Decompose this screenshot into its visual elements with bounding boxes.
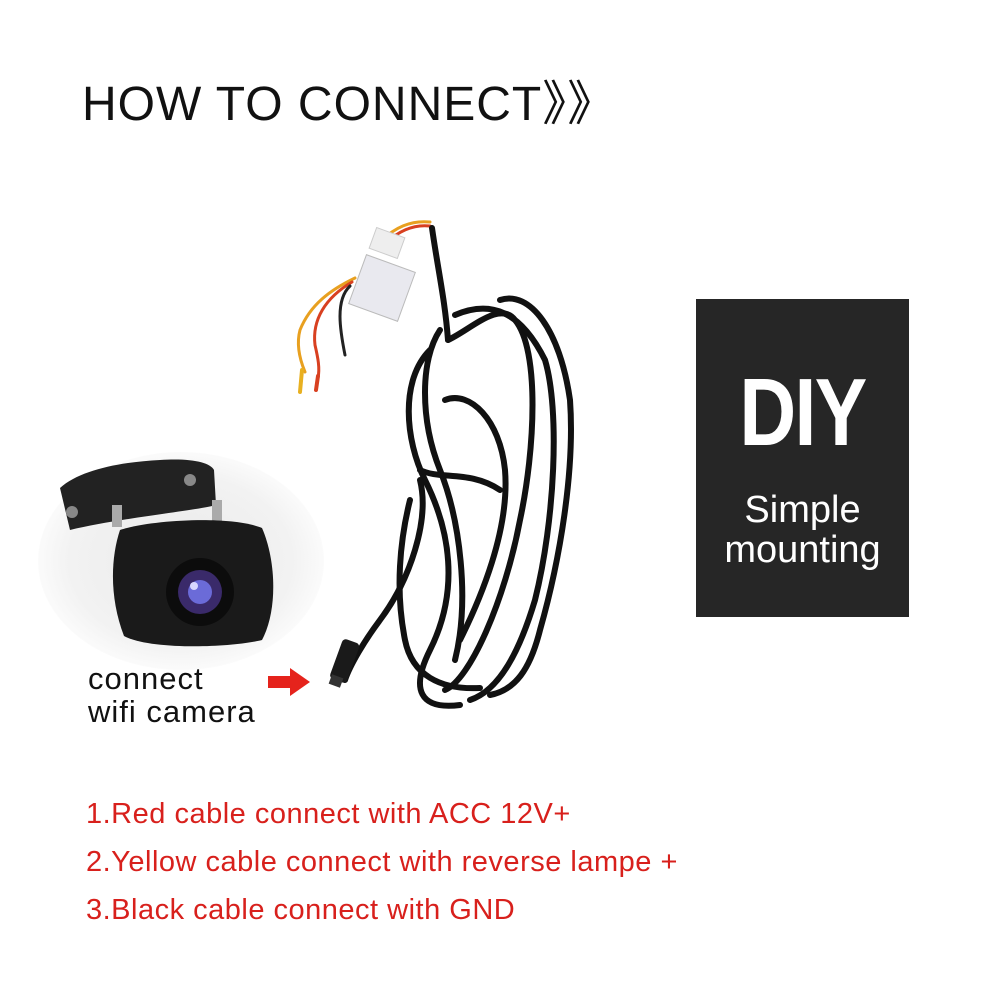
camera-label: connect wifi camera [88,662,256,729]
coiled-black-cable [342,225,574,709]
acc-label-tag [348,226,416,322]
cable-connector [328,639,360,688]
diy-subtitle-line1: Simple [744,489,861,531]
wiring-instructions: 1.Red cable connect with ACC 12V+ 2.Yell… [86,798,678,942]
instruction-black: 3.Black cable connect with GND [86,894,516,926]
diy-subtitle-line2: mounting [724,529,881,571]
camera-label-line1: connect [88,661,204,696]
diy-title: DIY [739,359,867,466]
instruction-red: 1.Red cable connect with ACC 12V+ [86,798,571,830]
right-arrow-icon [268,668,310,696]
power-wires [296,220,432,394]
page-title: HOW TO CONNECT》》 [82,78,617,131]
diy-badge: DIY Simple mounting [696,299,909,617]
wifi-camera [60,459,274,647]
camera-label-line2: wifi camera [88,694,256,730]
instruction-yellow: 2.Yellow cable connect with reverse lamp… [86,846,678,878]
